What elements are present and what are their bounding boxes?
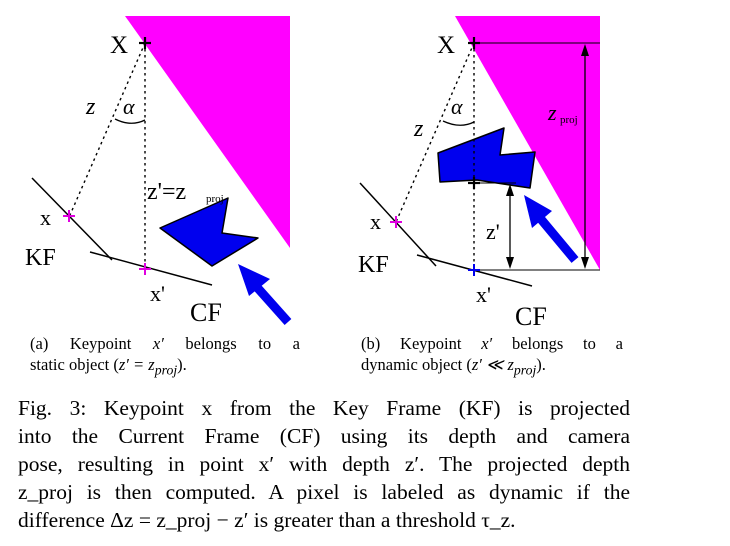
magenta-occluder-shape [125,16,290,248]
alpha-angle-arc [442,120,475,126]
kf-image-plane [359,182,437,267]
magenta-occluder-shape [455,16,600,270]
subcaption-b-text3: dynamic object ( [361,355,472,374]
subcaption-a-text: Keypoint [69,334,132,353]
subcaption-a-text4: ). [177,355,187,374]
subcaption-b-var: x′ [481,334,493,353]
kf-image-plane [31,177,113,261]
subcaption-a-var: x′ [152,334,164,353]
motion-arrow-shaft [536,215,579,263]
label-z-proj: z [547,100,557,125]
panel-b-dynamic: X z α z proj z' x KF x' CF [340,0,680,330]
motion-arrow-shaft [251,282,292,325]
dynamic-object-shape [437,127,536,189]
point-dynamic-surface-marker [468,177,480,189]
label-x: x [40,205,51,230]
point-x-marker [390,216,402,228]
subcaption-b-text4: ). [536,355,546,374]
subcaption-b-text: Keypoint [400,334,462,353]
depth-ray-z [69,42,146,216]
label-CF: CF [190,298,222,327]
figure-caption: Fig. 3: Keypoint x from the Key Frame (K… [18,394,630,534]
label-z: z [413,116,424,142]
label-CF: CF [515,302,547,330]
subcaption-a-text3: static object ( [30,355,119,374]
panel-a-diagram: X z α z'=z proj x KF x' CF [25,16,292,327]
motion-arrow-head [524,195,552,228]
subcaption-a-relation: z′ = z [118,355,155,374]
point-X-marker [139,37,151,49]
panel-b-diagram: X z α z proj z' x KF x' CF [358,16,600,330]
label-KF: KF [25,245,56,271]
point-x-marker [63,210,75,222]
subcaption-a-text2: belongs to a [185,334,300,353]
label-x-prime: x' [150,281,165,306]
subcaption-b-text2: belongs to a [511,334,623,353]
label-KF: KF [358,252,389,278]
point-x-prime-marker [139,263,151,275]
subcaption-b-relation-sub: proj [513,362,537,378]
subcaption-b: (b) Keypoint x′ belongs to a dynamic obj… [361,333,623,380]
label-X: X [110,32,128,59]
caption-line: into the Current Frame (CF) using its de… [18,424,630,448]
label-proj-subscript: proj [206,193,224,205]
subcaption-a-relation-sub: proj [154,362,178,378]
subcaption-a-tag: (a) [30,334,49,353]
label-x: x [370,209,381,234]
point-x-prime-marker [468,264,480,276]
label-alpha: α [123,94,135,119]
label-alpha: α [451,94,463,119]
caption-line: z_proj is then computed. A pixel is labe… [18,480,630,504]
label-x-prime: x' [476,282,491,307]
dynamic-object-shape [159,197,259,267]
z-prime-dimension-arrow [506,184,514,269]
motion-arrow-head [238,264,270,296]
subcaption-a: (a) Keypoint x′ belongs to a static obje… [30,333,300,380]
label-X: X [437,32,455,59]
subcaption-b-tag: (b) [361,334,381,353]
label-z: z [85,94,96,120]
panel-a-static: X z α z'=z proj x KF x' CF [0,0,340,330]
caption-line: pose, resulting in point x′ with depth z… [18,452,630,476]
z-proj-dimension-arrow [581,44,589,269]
depth-ray-z [395,42,475,223]
subcaption-b-relation: z′ ≪ z [471,355,514,374]
label-z-prime: z' [486,219,500,244]
label-proj-subscript: proj [560,114,578,126]
point-X-marker [468,37,480,49]
caption-line: Fig. 3: Keypoint x from the Key Frame (K… [18,396,630,420]
label-z-prime-eq: z'=z [147,179,186,205]
caption-line: difference Δz = z_proj − z′ is greater t… [18,508,516,532]
alpha-angle-arc [114,118,146,124]
